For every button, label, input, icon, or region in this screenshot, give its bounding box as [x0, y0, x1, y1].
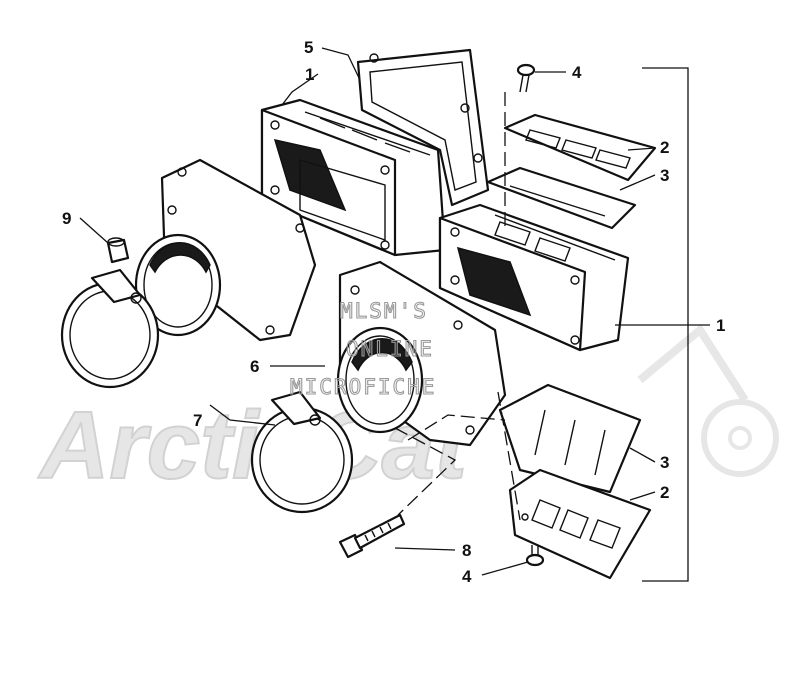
mounting-bolt — [338, 513, 406, 559]
alignment-lines — [394, 92, 521, 521]
callout-8: 8 — [462, 541, 471, 560]
leader-lines — [79, 47, 710, 576]
callout-3-bottom: 3 — [660, 453, 669, 472]
callout-4-bottom: 4 — [462, 567, 472, 586]
callout-4-top: 4 — [572, 63, 582, 82]
gasket-upper — [356, 48, 490, 207]
screw-upper — [516, 63, 536, 93]
watermark-line-3: MICROFICHE — [290, 375, 436, 399]
watermark-line-1: MLSM'S — [340, 299, 428, 323]
callout-2-top: 2 — [660, 138, 669, 157]
callout-2-bottom: 2 — [660, 483, 669, 502]
microfiche-watermark: MLSM'S ONLINE MICROFICHE — [289, 298, 436, 399]
intake-boot-left — [134, 158, 317, 342]
reed-cage-upper — [260, 98, 447, 257]
screw-lower — [525, 545, 545, 567]
reed-cage-right — [438, 203, 630, 352]
reed-stopper-lower — [498, 383, 642, 494]
callout-6: 6 — [250, 357, 259, 376]
callout-5: 5 — [304, 38, 313, 57]
watermark-line-2: ONLINE — [346, 337, 434, 361]
callout-1-top: 1 — [305, 65, 314, 84]
hose-clamp-right — [250, 390, 354, 514]
callout-3-top: 3 — [660, 166, 669, 185]
callout-7: 7 — [193, 411, 202, 430]
intake-boot-right — [336, 260, 507, 447]
reed-petals-upper — [486, 166, 637, 230]
callout-9: 9 — [62, 209, 71, 228]
callouts: 5 1 4 2 3 9 1 6 7 3 2 8 4 — [62, 38, 725, 586]
reed-petals-lower — [508, 468, 652, 580]
snowmobile-watermark-icon — [637, 324, 779, 477]
spacer-bushing — [106, 237, 130, 264]
callout-1-right: 1 — [716, 316, 725, 335]
hose-clamp-left — [60, 268, 160, 389]
